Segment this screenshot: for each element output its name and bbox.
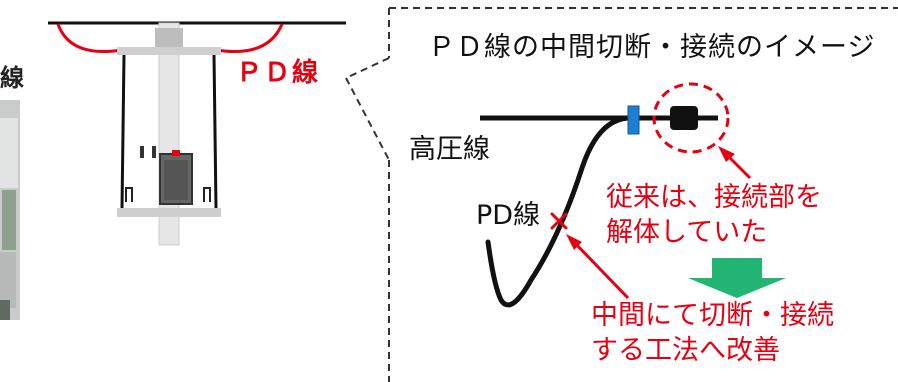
pd-wire-curve — [485, 115, 631, 308]
left-partial-label: 線 — [0, 64, 24, 92]
equipment-frame — [117, 47, 221, 217]
pd-wire-label: ＰＤ線 — [236, 58, 321, 88]
high-voltage-label: 高圧線 — [409, 134, 490, 165]
note-old-method: 従来は、接続部を 解体していた — [606, 180, 822, 250]
cut-mark — [550, 212, 568, 230]
note-new-line-2: する工法へ改善 — [591, 335, 780, 366]
note-new-method: 中間にて切断・接続 する工法へ改善 — [591, 298, 834, 368]
transformer-icon — [125, 146, 211, 205]
improvement-arrow — [688, 258, 786, 298]
pd-wire-arc-left — [56, 23, 123, 54]
old-junction-highlight — [652, 82, 730, 154]
note-old-line-1: 従来は、接続部を — [606, 182, 822, 213]
blue-connector — [627, 105, 640, 135]
callout-border — [345, 7, 898, 382]
pd-label: PD線 — [476, 200, 541, 231]
note-new-line-1: 中間にて切断・接続 — [591, 300, 834, 331]
pd-wire-arc-right — [215, 23, 284, 54]
arrow-to-cut-mark — [566, 234, 630, 300]
panel-title: ＰＤ線の中間切断・接続のイメージ — [428, 32, 876, 63]
note-old-line-2: 解体していた — [606, 217, 768, 248]
arrow-to-junction — [718, 146, 752, 180]
connector-box — [670, 106, 698, 130]
background-photo-fragment — [0, 100, 20, 320]
